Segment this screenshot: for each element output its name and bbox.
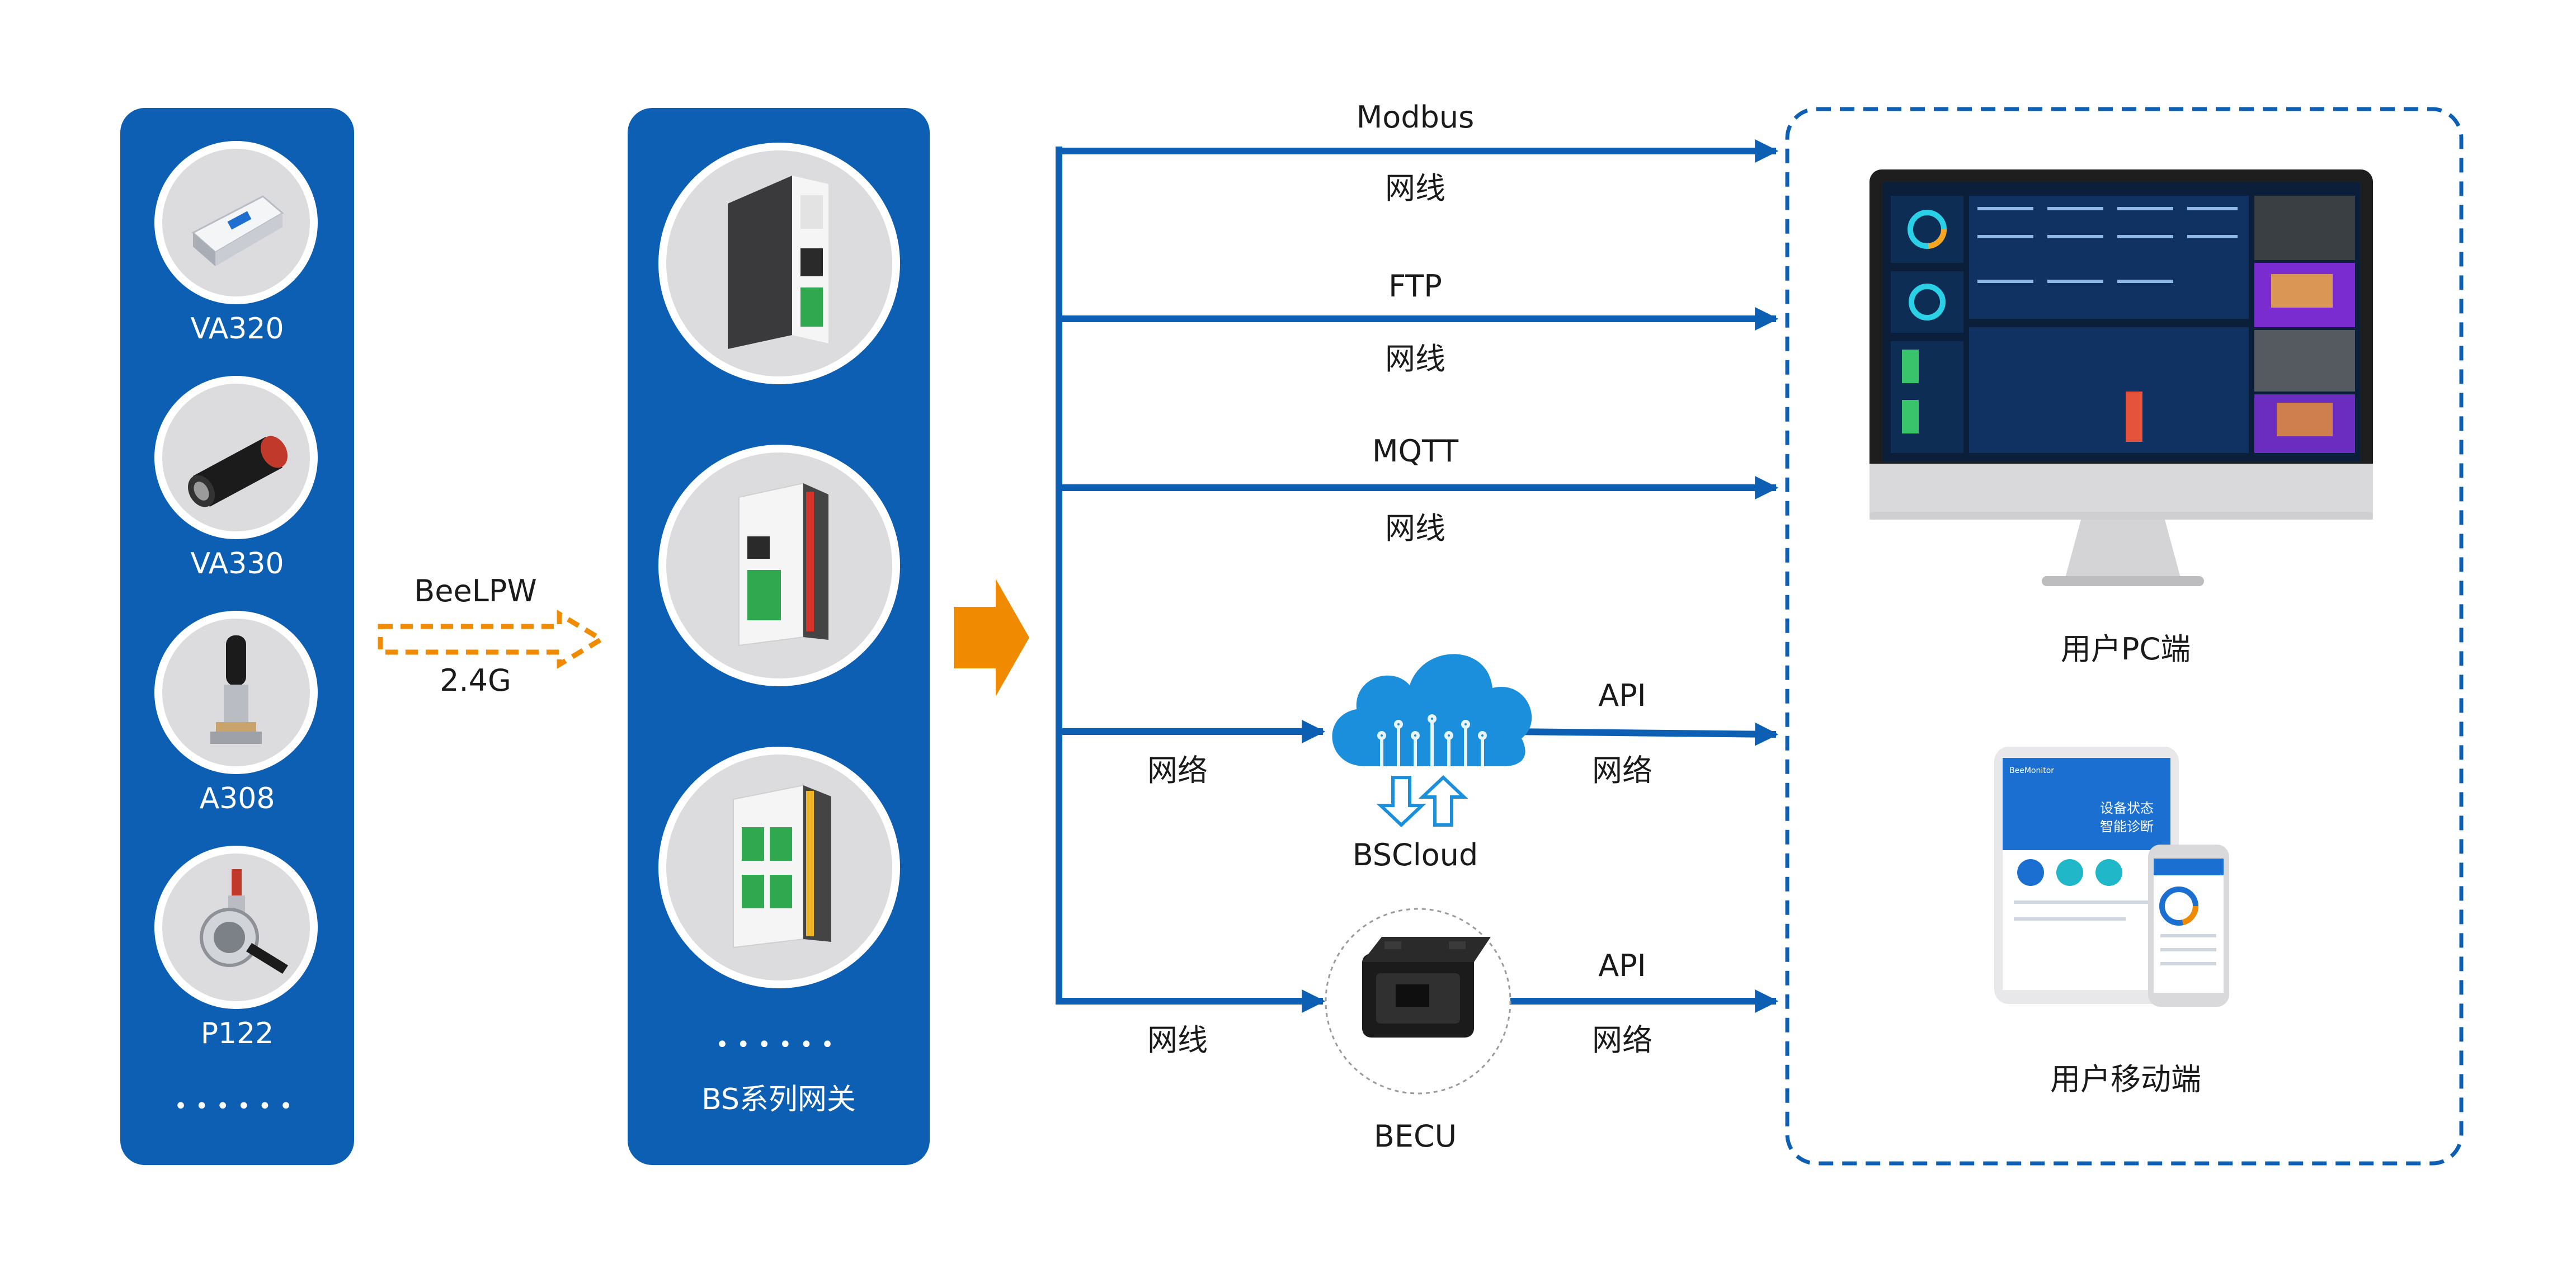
sensor-p122 [154, 846, 318, 1009]
gateway-label: BS系列网关 [701, 1083, 856, 1116]
tablet-banner-line-1: 设备状态 [2100, 800, 2154, 816]
sensor-more-dots: •••••• [174, 1093, 300, 1119]
ecu-device-icon [1325, 908, 1511, 1095]
sensor-a308 [154, 611, 318, 774]
mobile-devices-icon [1994, 747, 2229, 1007]
wireless-arrow [378, 610, 606, 669]
ecu-out-medium-label: 网络 [1592, 1022, 1652, 1058]
tablet-app-title: BeeMonitor [2009, 766, 2055, 775]
wireless-band-label: 2.4G [440, 663, 511, 698]
cloud-name-label: BSCloud [1352, 837, 1478, 873]
cylinder-sensor-icon [188, 436, 288, 507]
mqtt-label: MQTT [1372, 433, 1459, 469]
mqtt-medium-label: 网线 [1385, 511, 1445, 546]
modbus-label: Modbus [1356, 100, 1475, 135]
antenna-sensor-icon [210, 635, 262, 744]
sensor-va330 [154, 376, 318, 539]
pressure-sensor-icon [200, 869, 288, 974]
sensor-label: VA320 [190, 312, 284, 346]
mobile-client-label: 用户移动端 [2050, 1062, 2201, 1097]
tablet-banner-line-2: 智能诊断 [2100, 819, 2154, 834]
ecu-name-label: BECU [1373, 1119, 1457, 1154]
gateway-device-icon [728, 176, 828, 349]
wireless-protocol-label: BeeLPW [414, 573, 537, 609]
gateway-device-3 [658, 747, 900, 988]
cloud-out-arrow [1510, 722, 1779, 746]
cloud-in-medium-label: 网络 [1147, 753, 1208, 788]
cloud-out-api-label: API [1598, 678, 1646, 713]
gateway-device-1 [658, 143, 900, 384]
gateway-device-2 [658, 445, 900, 686]
client-area-border [1785, 107, 2464, 1166]
pc-monitor-icon [1869, 169, 2373, 586]
pc-client-label: 用户PC端 [2060, 631, 2191, 667]
ftp-medium-label: 网线 [1385, 341, 1445, 376]
cloud-icon [1332, 654, 1532, 828]
gateway-device-icon [733, 784, 831, 949]
gateway-more-dots: •••••• [715, 1032, 842, 1058]
sensor-label: A308 [199, 782, 275, 815]
sensor-va320 [154, 141, 318, 304]
flow-arrow [954, 579, 1029, 696]
ecu-in-medium-label: 网线 [1147, 1022, 1208, 1058]
sensor-label: P122 [200, 1017, 274, 1050]
cloud-out-medium-label: 网络 [1592, 753, 1652, 788]
gateway-device-icon [738, 482, 828, 647]
ftp-label: FTP [1388, 268, 1442, 304]
ecu-out-api-label: API [1598, 948, 1646, 983]
sensor-label: VA330 [190, 547, 284, 581]
modbus-medium-label: 网线 [1385, 171, 1445, 206]
vibration-sensor-icon [191, 195, 284, 266]
